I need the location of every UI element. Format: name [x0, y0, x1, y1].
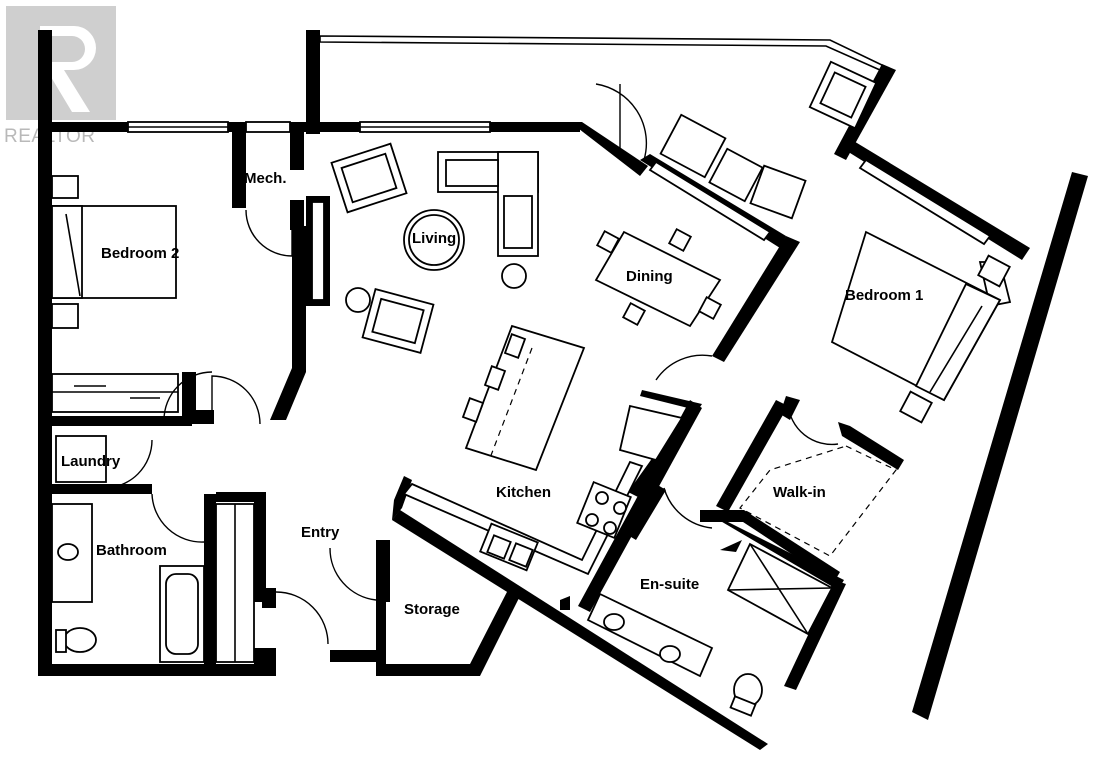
- label-dining: Dining: [626, 268, 673, 285]
- doors: [103, 83, 839, 645]
- label-bedroom-1: Bedroom 1: [845, 287, 923, 304]
- label-bedroom-2: Bedroom 2: [101, 245, 179, 262]
- label-en-suite: En-suite: [640, 576, 699, 593]
- label-walk-in: Walk-in: [773, 484, 826, 501]
- label-bathroom: Bathroom: [96, 542, 167, 559]
- room-labels: Bedroom 2 Mech. Living Dining Bedroom 1 …: [61, 170, 923, 618]
- label-laundry: Laundry: [61, 453, 121, 470]
- label-entry: Entry: [301, 524, 340, 541]
- furniture: [51, 60, 1011, 717]
- label-storage: Storage: [404, 601, 460, 618]
- label-mech: Mech.: [244, 170, 287, 187]
- label-kitchen: Kitchen: [496, 484, 551, 501]
- label-living: Living: [412, 230, 456, 247]
